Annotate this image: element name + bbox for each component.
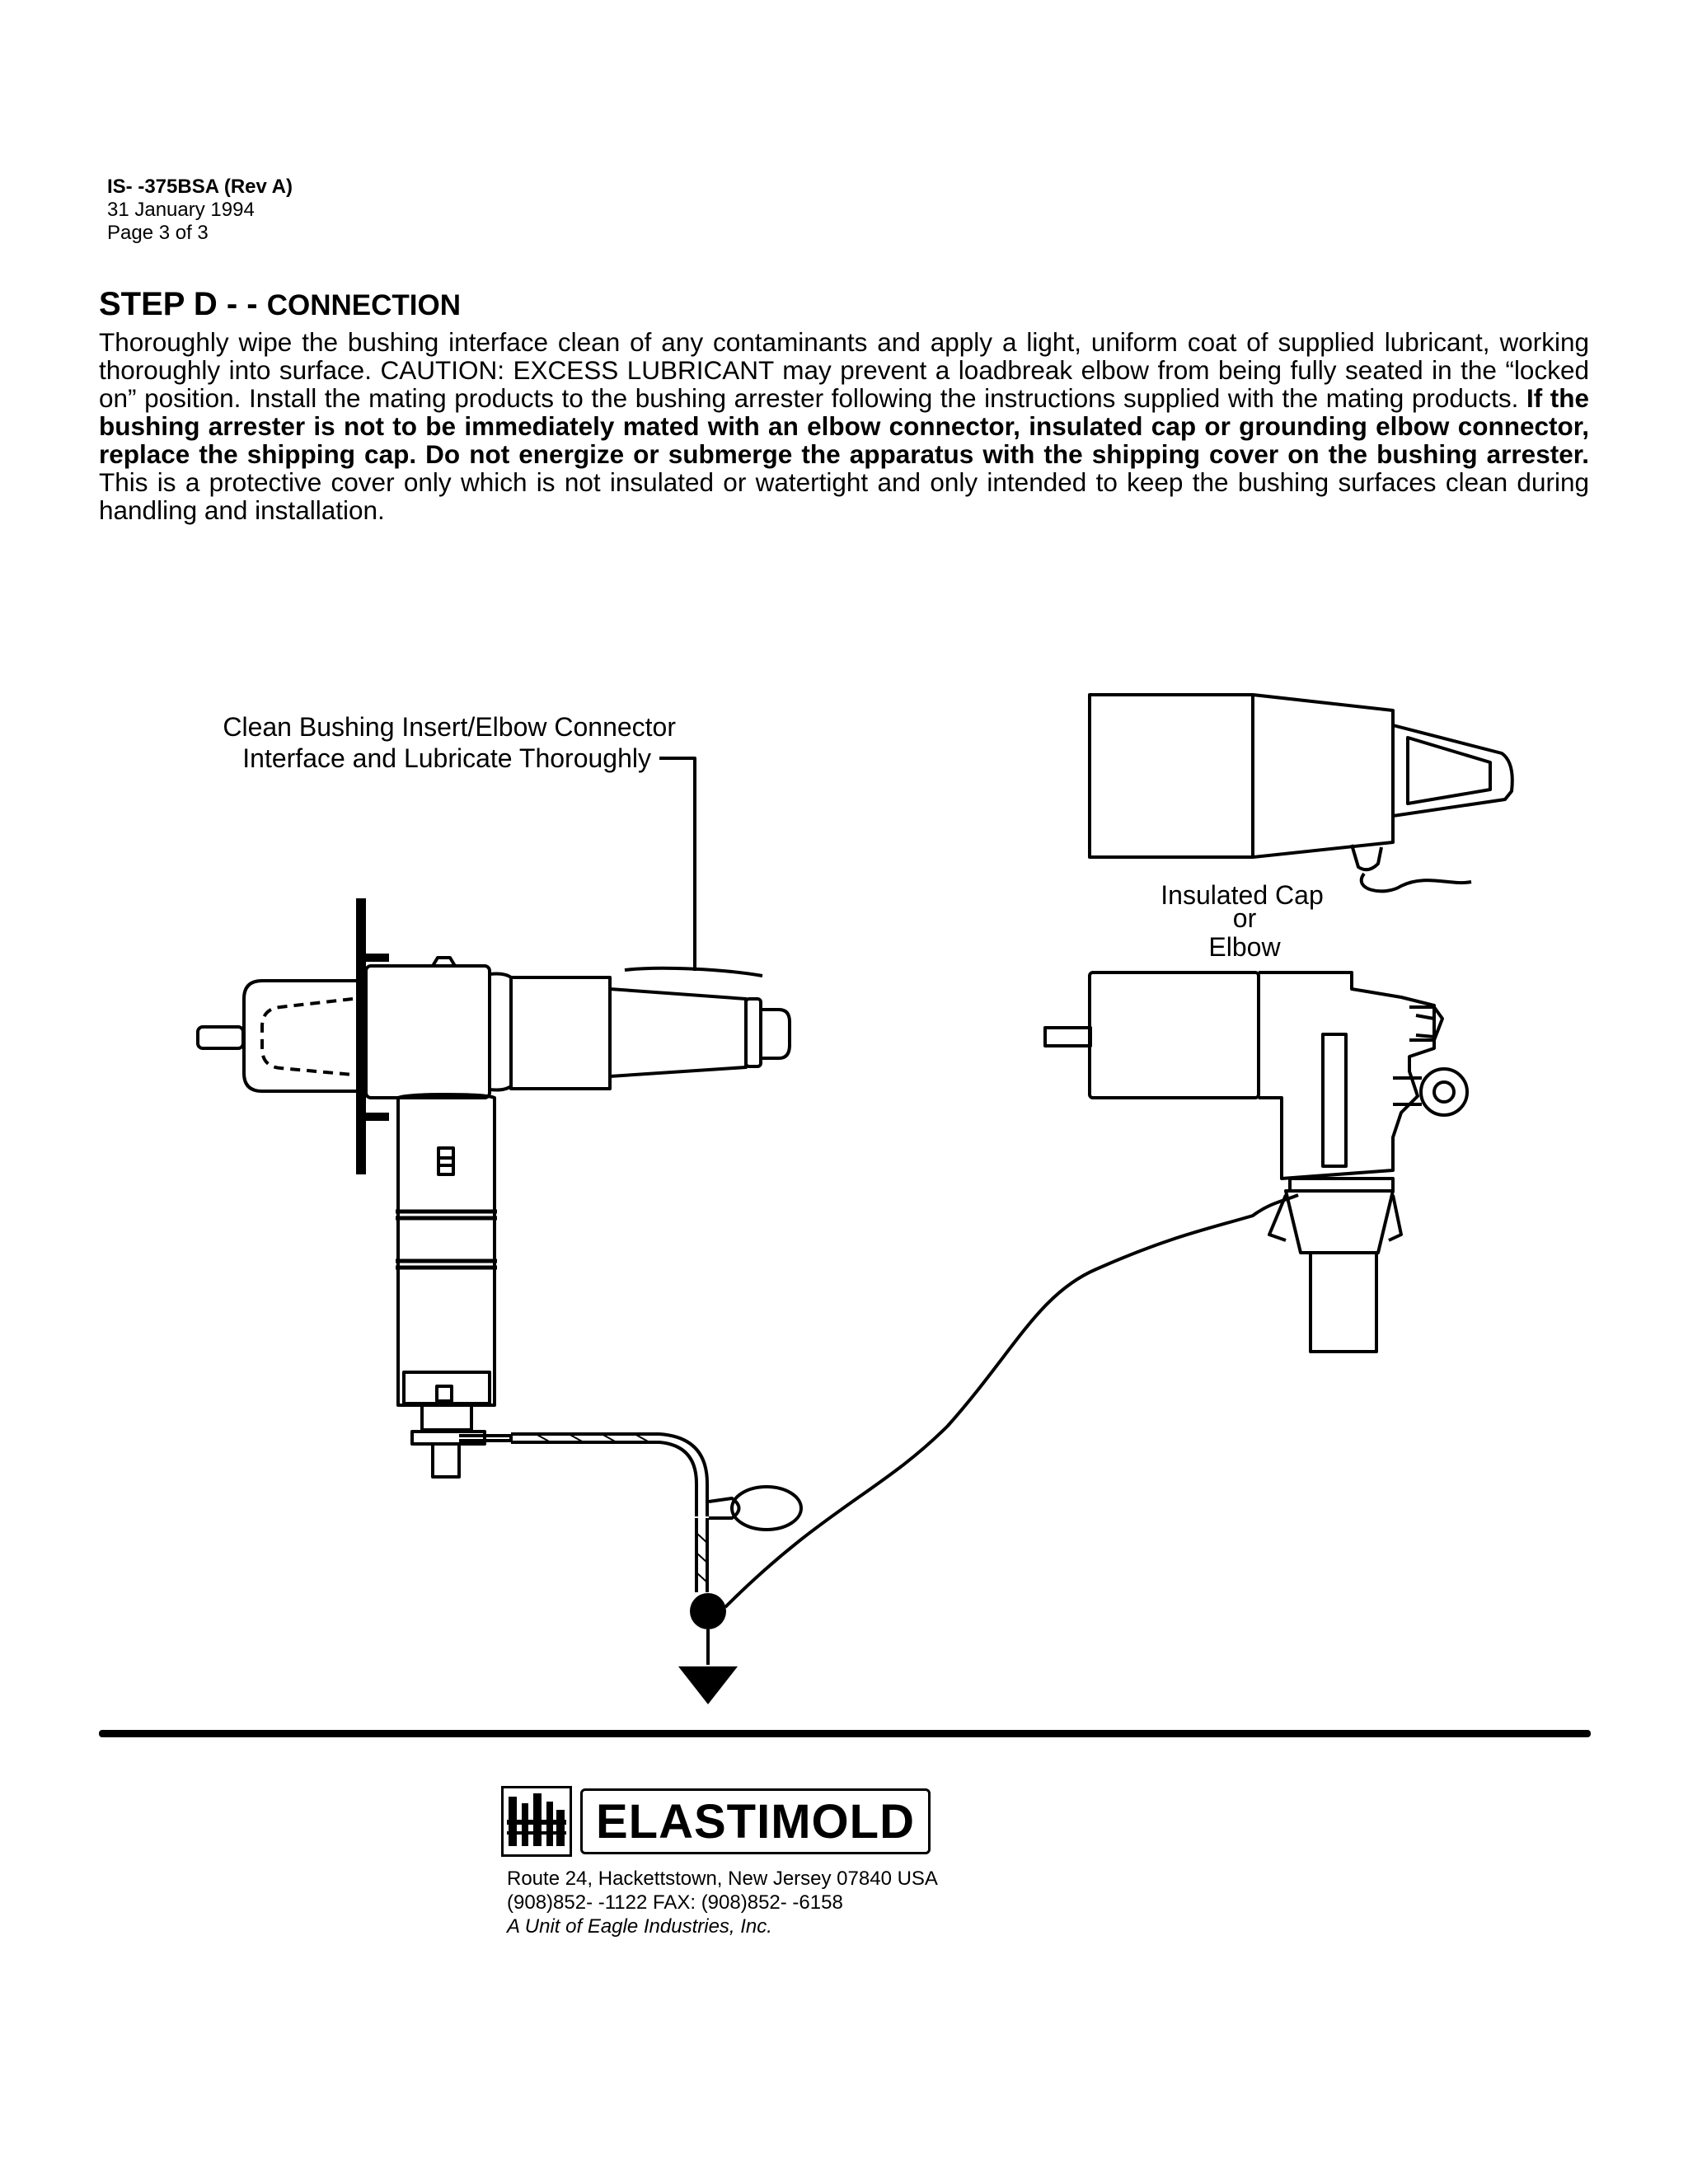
connection-diagram: Clean Bushing Insert/Elbow Connector Int… bbox=[196, 693, 1514, 1704]
brand-logo-icon bbox=[501, 1786, 572, 1857]
doc-id: IS- -375BSA (Rev A) bbox=[107, 176, 293, 198]
brand-logo: ELASTIMOLD bbox=[501, 1786, 931, 1857]
callout-label-line-1: Clean Bushing Insert/Elbow Connector bbox=[223, 712, 676, 742]
instruction-text: Thoroughly wipe the bushing interface cl… bbox=[99, 327, 1589, 413]
document-header: IS- -375BSA (Rev A) 31 January 1994 Page… bbox=[107, 176, 293, 245]
company-address: Route 24, Hackettstown, New Jersey 07840… bbox=[507, 1867, 938, 1938]
elbow-connector bbox=[1043, 971, 1469, 1353]
warning-text: If the bushing arrester is not to be imm… bbox=[99, 383, 1589, 469]
cap-label-line-2: or bbox=[1233, 903, 1257, 933]
lubricant-mark bbox=[624, 966, 763, 977]
step-title: CONNECTION bbox=[266, 289, 462, 321]
page-number: Page 3 of 3 bbox=[107, 222, 209, 244]
company-unit-line: A Unit of Eagle Industries, Inc. bbox=[507, 1915, 772, 1938]
callout-label-line-2: Interface and Lubricate Thoroughly bbox=[242, 743, 651, 773]
doc-date: 31 January 1994 bbox=[107, 199, 255, 221]
step-label: STEP D - - bbox=[99, 286, 267, 322]
insulated-cap bbox=[1088, 693, 1514, 893]
phone-fax-line: (908)852- -1122 FAX: (908)852- -6158 bbox=[507, 1891, 843, 1914]
ground-wire bbox=[724, 1193, 1299, 1609]
cap-label-line-1: Insulated Cap bbox=[1160, 880, 1323, 910]
instruction-paragraph: Thoroughly wipe the bushing interface cl… bbox=[99, 328, 1589, 524]
instruction-text-continued: This is a protective cover only which is… bbox=[99, 467, 1589, 525]
callout-leader-line bbox=[659, 757, 696, 971]
brand-name: ELASTIMOLD bbox=[580, 1788, 931, 1854]
bushing-arrester bbox=[196, 898, 803, 1704]
cap-label-line-3: Elbow bbox=[1208, 932, 1281, 962]
address-line: Route 24, Hackettstown, New Jersey 07840… bbox=[507, 1868, 938, 1890]
footer-divider bbox=[99, 1730, 1591, 1737]
step-heading: STEP D - - CONNECTION bbox=[99, 284, 461, 326]
